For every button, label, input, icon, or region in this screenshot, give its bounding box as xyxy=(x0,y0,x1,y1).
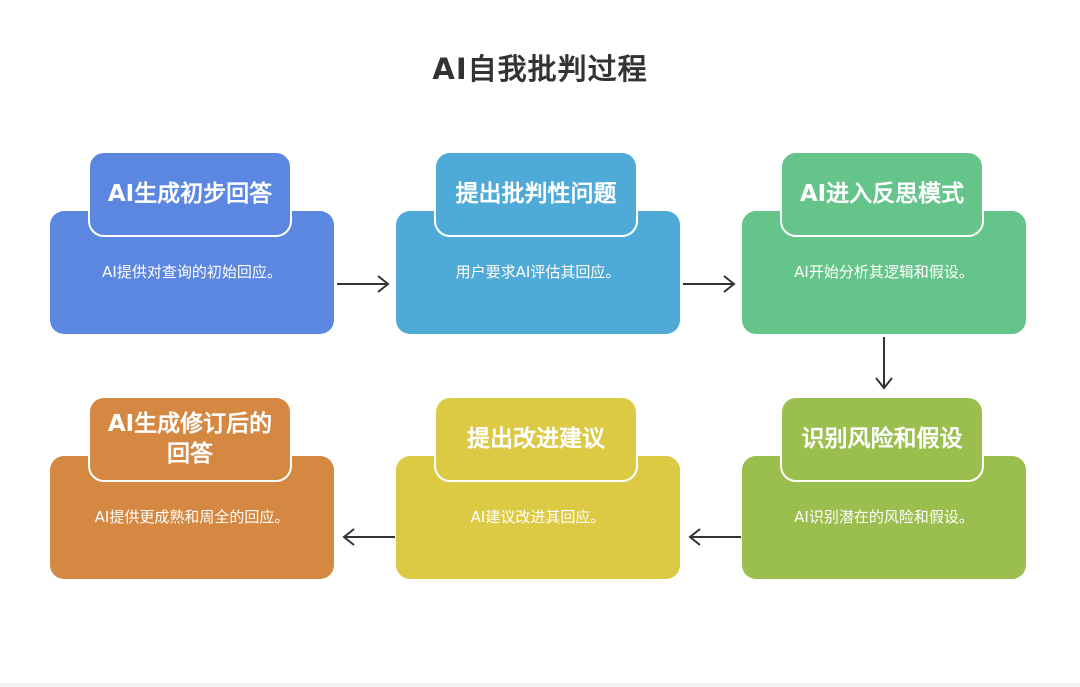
step-2: 提出批判性问题 用户要求AI评估其回应。 xyxy=(396,151,680,335)
step-5: 提出改进建议 AI建议改进其回应。 xyxy=(396,396,680,580)
bottom-divider xyxy=(0,683,1080,687)
step-6-title: AI生成修订后的回答 xyxy=(88,396,292,482)
step-6-description: AI提供更成熟和周全的回应。 xyxy=(94,508,290,526)
arrow-right-1-icon xyxy=(337,275,390,293)
arrow-down-icon xyxy=(875,337,893,390)
step-2-description: 用户要求AI评估其回应。 xyxy=(455,263,621,281)
step-3-title: AI进入反思模式 xyxy=(780,151,984,237)
step-4-title: 识别风险和假设 xyxy=(780,396,984,482)
step-1-title: AI生成初步回答 xyxy=(88,151,292,237)
step-1-description: AI提供对查询的初始回应。 xyxy=(102,263,282,281)
step-3-description: AI开始分析其逻辑和假设。 xyxy=(794,263,974,281)
step-5-description: AI建议改进其回应。 xyxy=(470,508,606,526)
arrow-left-2-icon xyxy=(342,528,395,546)
step-3: AI进入反思模式 AI开始分析其逻辑和假设。 xyxy=(742,151,1026,335)
diagram-title: AI自我批判过程 xyxy=(432,52,648,86)
step-2-title: 提出批判性问题 xyxy=(434,151,638,237)
step-6: AI生成修订后的回答 AI提供更成熟和周全的回应。 xyxy=(50,396,334,580)
arrow-right-2-icon xyxy=(683,275,736,293)
step-4-description: AI识别潜在的风险和假设。 xyxy=(794,508,974,526)
arrow-left-1-icon xyxy=(688,528,741,546)
step-1: AI生成初步回答 AI提供对查询的初始回应。 xyxy=(50,151,334,335)
step-4: 识别风险和假设 AI识别潜在的风险和假设。 xyxy=(742,396,1026,580)
step-5-title: 提出改进建议 xyxy=(434,396,638,482)
